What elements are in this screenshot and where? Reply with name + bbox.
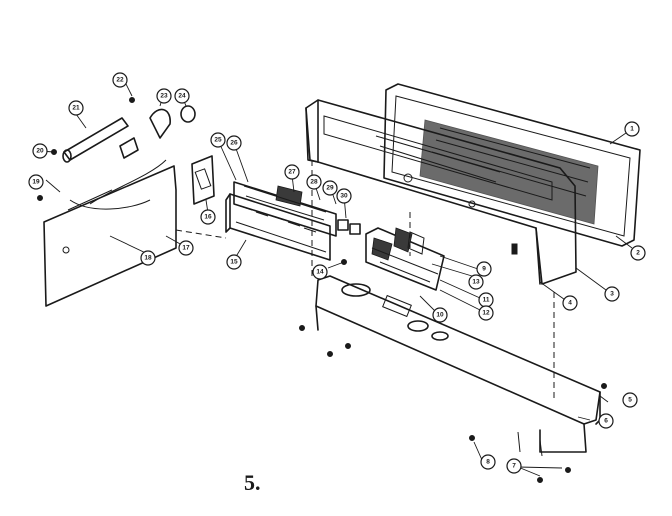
bottom-cover bbox=[315, 275, 601, 457]
callout-22: 22 bbox=[112, 72, 128, 88]
svg-text:30: 30 bbox=[340, 193, 348, 200]
svg-text:18: 18 bbox=[144, 255, 152, 262]
control-board bbox=[365, 227, 445, 291]
svg-text:13: 13 bbox=[472, 279, 480, 286]
svg-text:16: 16 bbox=[204, 214, 212, 221]
callout-21: 21 bbox=[68, 100, 84, 116]
alignment-lines bbox=[175, 160, 555, 400]
callout-leaders bbox=[39, 79, 633, 477]
callout-9: 9 bbox=[476, 261, 492, 277]
outlet bbox=[191, 155, 215, 205]
svg-text:10: 10 bbox=[436, 312, 444, 319]
callout-29: 29 bbox=[322, 180, 338, 196]
callout-3: 3 bbox=[604, 286, 620, 302]
lamp-holder bbox=[119, 105, 196, 159]
callout-2: 2 bbox=[630, 245, 646, 261]
callout-17: 17 bbox=[178, 240, 194, 256]
back-panel bbox=[43, 159, 177, 307]
svg-text:17: 17 bbox=[182, 245, 190, 252]
callout-8: 8 bbox=[480, 454, 496, 470]
callout-4: 4 bbox=[562, 295, 578, 311]
svg-text:3: 3 bbox=[610, 291, 614, 298]
callout-10: 10 bbox=[432, 307, 448, 323]
svg-text:5: 5 bbox=[628, 397, 632, 404]
svg-text:14: 14 bbox=[316, 269, 324, 276]
svg-text:20: 20 bbox=[36, 148, 44, 155]
callout-25: 25 bbox=[210, 132, 226, 148]
callout-7: 7 bbox=[506, 458, 522, 474]
callout-11: 11 bbox=[478, 292, 494, 308]
svg-text:19: 19 bbox=[32, 179, 40, 186]
callout-26: 26 bbox=[226, 135, 242, 151]
callout-14: 14 bbox=[312, 264, 328, 280]
front-glass-panel bbox=[383, 83, 641, 247]
svg-text:23: 23 bbox=[160, 93, 168, 100]
svg-text:4: 4 bbox=[568, 300, 572, 307]
callout-5: 5 bbox=[622, 392, 638, 408]
console-housing bbox=[305, 99, 577, 285]
fluorescent-tube bbox=[62, 117, 129, 163]
callout-28: 28 bbox=[306, 174, 322, 190]
svg-text:11: 11 bbox=[483, 297, 490, 304]
svg-text:2: 2 bbox=[636, 250, 640, 257]
callout-23: 23 bbox=[156, 88, 172, 104]
callout-16: 16 bbox=[200, 209, 216, 225]
svg-text:12: 12 bbox=[482, 310, 490, 317]
callout-12: 12 bbox=[478, 305, 494, 321]
svg-text:29: 29 bbox=[326, 185, 334, 192]
callout-20: 20 bbox=[32, 143, 48, 159]
callout-30: 30 bbox=[336, 188, 352, 204]
svg-text:9: 9 bbox=[482, 266, 486, 273]
svg-text:25: 25 bbox=[214, 137, 222, 144]
switch-block bbox=[233, 181, 361, 237]
svg-text:8: 8 bbox=[486, 459, 490, 466]
callout-27: 27 bbox=[284, 164, 300, 180]
svg-text:24: 24 bbox=[178, 93, 186, 100]
svg-text:28: 28 bbox=[310, 179, 318, 186]
svg-text:26: 26 bbox=[230, 140, 238, 147]
svg-text:15: 15 bbox=[230, 259, 238, 266]
svg-text:1: 1 bbox=[630, 126, 634, 133]
svg-text:27: 27 bbox=[288, 169, 296, 176]
terminal-strip bbox=[225, 193, 331, 261]
callout-18: 18 bbox=[140, 250, 156, 266]
svg-text:6: 6 bbox=[604, 418, 608, 425]
svg-text:7: 7 bbox=[512, 463, 516, 470]
svg-text:21: 21 bbox=[72, 105, 80, 112]
figure-label: 5. bbox=[244, 470, 261, 495]
callout-19: 19 bbox=[28, 174, 44, 190]
callout-13: 13 bbox=[468, 274, 484, 290]
callout-6: 6 bbox=[598, 413, 614, 429]
callout-1: 1 bbox=[624, 121, 640, 137]
callout-24: 24 bbox=[174, 88, 190, 104]
callout-15: 15 bbox=[226, 254, 242, 270]
svg-text:22: 22 bbox=[116, 77, 124, 84]
